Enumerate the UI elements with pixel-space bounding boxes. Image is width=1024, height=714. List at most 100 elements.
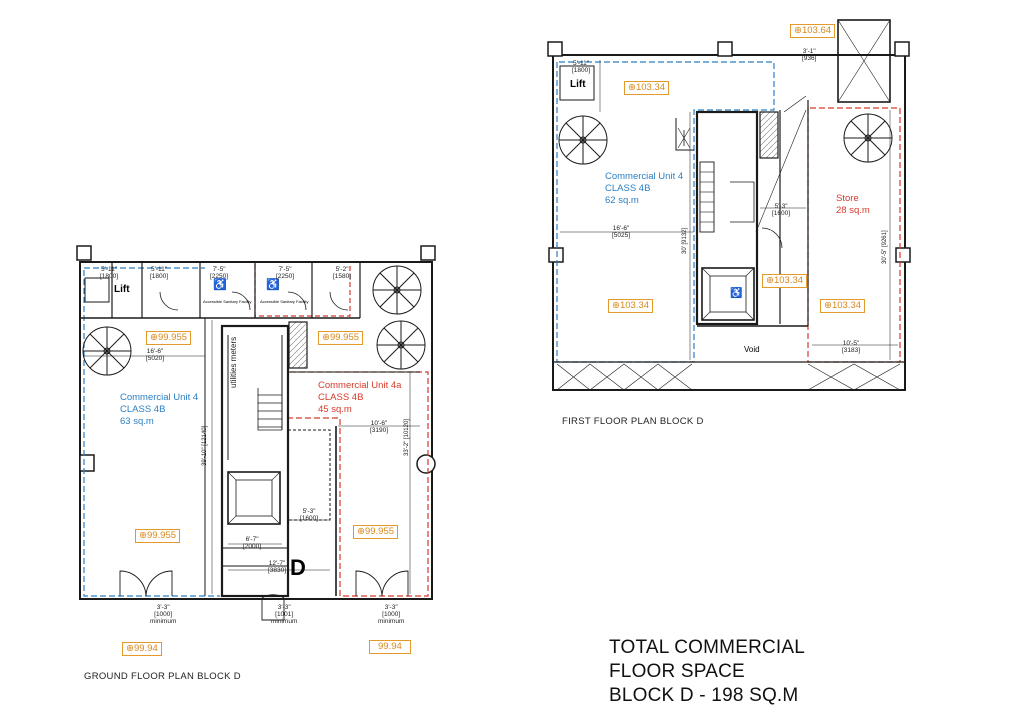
gf-core-stairs-edge	[257, 388, 282, 431]
first-floor-plan	[547, 19, 911, 391]
gf-lift-label: Lift	[114, 284, 130, 295]
gf-door-swing	[231, 291, 251, 311]
gf-dim-13: 3'-3"[1000]minimum	[378, 604, 405, 625]
ff-balcony-hatch	[807, 363, 901, 391]
gf-column	[79, 454, 95, 472]
gf-accessible-icon-2: ♿	[266, 279, 280, 291]
gf-dim-6: 16'-6"[5020]	[146, 348, 165, 362]
ff-roof-hatch	[837, 19, 891, 103]
ff-balcony-hatch	[556, 363, 693, 391]
total-line-1: TOTAL COMMERCIAL	[609, 637, 806, 658]
total-floor-space: TOTAL COMMERCIAL FLOOR SPACE BLOCK D - 1…	[609, 636, 805, 708]
ff-balcony-hatch	[556, 363, 693, 391]
ff-corridor-diagonal	[755, 109, 807, 233]
ff-door-swing	[675, 118, 694, 151]
gf-column	[76, 245, 92, 261]
gf-dim-v2: 33'-2" [10120]	[404, 419, 410, 456]
gf-level-ext-left: ⊕99.94	[122, 642, 162, 656]
gf-lift-shaft	[84, 277, 110, 303]
ff-dim-v2: 30'-5" [9261]	[882, 230, 888, 264]
ff-level-roof: ⊕103.64	[790, 24, 836, 38]
gf-riser	[288, 321, 308, 369]
ff-spiral-stair-left	[558, 115, 608, 165]
ff-dim-2: 3'-1"[936]	[802, 48, 817, 62]
ff-caption: FIRST FLOOR PLAN BLOCK D	[562, 416, 704, 427]
gf-front-doors-unit4a	[355, 570, 409, 597]
ff-dim-5: 10'-5"[3183]	[842, 340, 861, 354]
ff-corridor-diagonal	[783, 95, 807, 113]
ff-core-riser	[759, 111, 779, 159]
gf-unit4a-boundary	[287, 371, 429, 597]
ff-core-stairs	[699, 161, 715, 233]
gf-dim-8: 5'-3"[1600]	[300, 508, 319, 522]
gf-unit4-area: 63 sq.m	[120, 416, 154, 427]
ff-accessible-icon: ♿	[730, 288, 743, 299]
gf-level-ext-right: 99.94	[369, 640, 411, 654]
gf-level-unit4a-top: ⊕99.955	[318, 331, 364, 345]
gf-accessible-text-1: Accessible Sanitary Facility	[203, 299, 252, 304]
gf-front-door-core	[261, 594, 285, 621]
total-line-2: FLOOR SPACE	[609, 661, 745, 682]
ff-door-swing	[761, 227, 783, 249]
gf-dim-1: 5'-11"[1800]	[100, 266, 119, 280]
gf-dim-v1: 39'-10" [12140]	[202, 425, 208, 466]
gf-door-swing	[159, 291, 179, 311]
gf-dim-7: 10'-6"[3190]	[370, 420, 389, 434]
gf-unit4-boundary	[83, 270, 220, 597]
gf-unit4a-area: 45 sq.m	[318, 404, 352, 415]
gf-spiral-stair-top-right	[372, 265, 422, 315]
ground-floor-plan	[76, 245, 436, 621]
gf-door-swing	[329, 291, 349, 311]
gf-level-unit4-top: ⊕99.955	[146, 331, 192, 345]
gf-dim-10: 12'-7"[3830]	[268, 560, 287, 574]
ff-column	[717, 41, 733, 57]
ff-unit4-area: 62 sq.m	[605, 195, 639, 206]
ff-dim-1: 5'-11"[1800]	[572, 60, 591, 74]
gf-dim-12: 3'-3"[1001]minimum	[271, 604, 298, 625]
gf-level-unit4a-bottom: ⊕99.955	[353, 525, 399, 539]
gf-level-unit4-bottom: ⊕99.955	[135, 529, 181, 543]
ff-column	[548, 247, 564, 263]
ff-level-unit-bottom: ⊕103.34	[608, 299, 654, 313]
gf-unit4-class: CLASS 4B	[120, 404, 166, 415]
ff-store-name: Store	[836, 193, 859, 204]
gf-column-round	[416, 454, 436, 474]
ff-roof-hatch-x	[837, 19, 891, 103]
gf-caption: GROUND FLOOR PLAN BLOCK D	[84, 671, 241, 682]
gf-column	[420, 245, 436, 261]
gf-utilities-label: utilities meters	[229, 336, 238, 388]
gf-unit4a-name: Commercial Unit 4a	[318, 380, 402, 391]
ff-unit4-class: CLASS 4B	[605, 183, 651, 194]
ff-dim-4: 5'-3"[1600]	[772, 203, 791, 217]
gf-accessible-text-2: Accessible Sanitary Facility	[260, 299, 309, 304]
ff-store-area: 28 sq.m	[836, 205, 870, 216]
ff-dim-v1: 30' [9132]	[682, 227, 688, 254]
ff-unit4-boundary	[556, 61, 775, 363]
gf-accessible-icon-1: ♿	[213, 279, 227, 291]
ff-core-lift	[701, 267, 755, 321]
ff-balcony-hatch	[807, 363, 901, 391]
ff-lift-shaft	[559, 65, 595, 101]
gf-dim-2: 5'-11"[1800]	[150, 266, 169, 280]
gf-door-swing	[287, 291, 307, 311]
gf-dim-3: 7'-5"[2250]	[210, 266, 229, 280]
gf-dim-11: 3'-3"[1000]minimum	[150, 604, 177, 625]
ff-void-label: Void	[744, 345, 760, 354]
ff-column	[895, 247, 911, 263]
ff-level-unit-top: ⊕103.34	[624, 81, 670, 95]
ff-column	[547, 41, 563, 57]
gf-spiral-stair-left	[82, 326, 132, 376]
ff-unit4-name: Commercial Unit 4	[605, 171, 684, 182]
gf-core-lift-car	[235, 479, 273, 517]
ff-level-store: ⊕103.34	[820, 299, 866, 313]
gf-core-letter: D	[290, 555, 306, 580]
ff-lift-label: Lift	[570, 79, 586, 90]
ff-level-core: ⊕103.34	[762, 274, 808, 288]
ff-core-stairs-right	[730, 181, 755, 223]
gf-core-lift	[227, 471, 281, 525]
gf-dim-4: 7'-5"[2250]	[276, 266, 295, 280]
gf-unit4a-class: CLASS 4B	[318, 392, 364, 403]
gf-dim-9: 6'-7"[2000]	[243, 536, 262, 550]
gf-outer-wall	[79, 261, 433, 600]
